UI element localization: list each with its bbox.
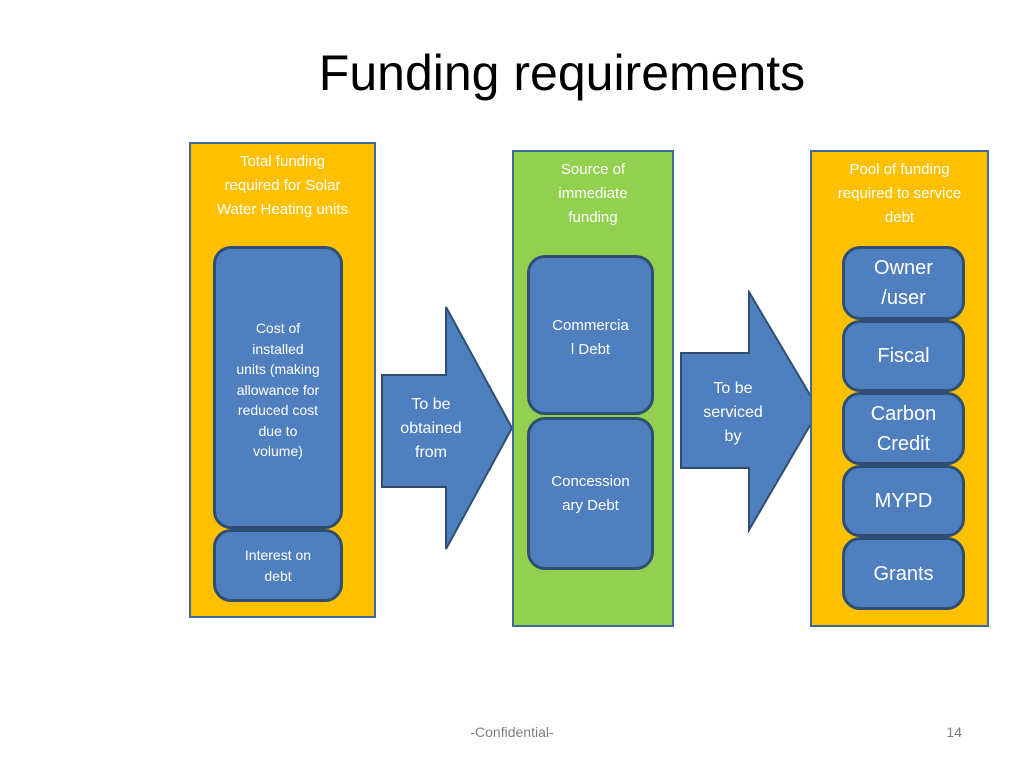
mypd-label: MYPD <box>874 490 933 512</box>
obtained-from-label: To be obtained from <box>400 396 462 461</box>
pool-funding-panel-title: Pool of funding required to service debt <box>837 161 962 226</box>
serviced-by-arrow <box>680 290 821 534</box>
carbon-credit-label: Carbon Credit <box>870 402 937 455</box>
interest-on-debt-box: Interest on debt <box>213 529 343 602</box>
cost-of-installed-units-label: Cost of installed units (making allowanc… <box>236 320 320 459</box>
commercial-debt-label: Commercia l Debt <box>552 317 629 358</box>
carbon-credit-box: Carbon Credit <box>842 392 965 465</box>
concessionary-debt-box: Concession ary Debt <box>527 417 654 570</box>
confidential-footer: -Confidential- <box>470 724 554 740</box>
fiscal-label: Fiscal <box>877 345 930 367</box>
cost-of-installed-units-box: Cost of installed units (making allowanc… <box>213 246 343 529</box>
page-number: 14 <box>946 724 962 740</box>
concessionary-debt-label: Concession ary Debt <box>551 473 630 514</box>
interest-on-debt-label: Interest on debt <box>244 546 312 584</box>
serviced-by-label: To be serviced by <box>703 380 763 445</box>
grants-label: Grants <box>873 562 934 585</box>
obtained-from-arrow-shape <box>381 306 514 550</box>
serviced-by-arrow-shape <box>680 290 821 534</box>
obtained-from-arrow <box>381 306 514 550</box>
owner-user-label: Owner /user <box>874 257 933 309</box>
grants-box: Grants <box>842 537 965 610</box>
fiscal-box: Fiscal <box>842 320 965 392</box>
slide-title: Funding requirements <box>318 45 806 101</box>
commercial-debt-box: Commercia l Debt <box>527 255 654 415</box>
owner-user-box: Owner /user <box>842 246 965 320</box>
mypd-box: MYPD <box>842 465 965 537</box>
total-funding-panel-title: Total funding required for Solar Water H… <box>216 153 349 218</box>
source-funding-panel-title: Source of immediate funding <box>558 161 628 226</box>
